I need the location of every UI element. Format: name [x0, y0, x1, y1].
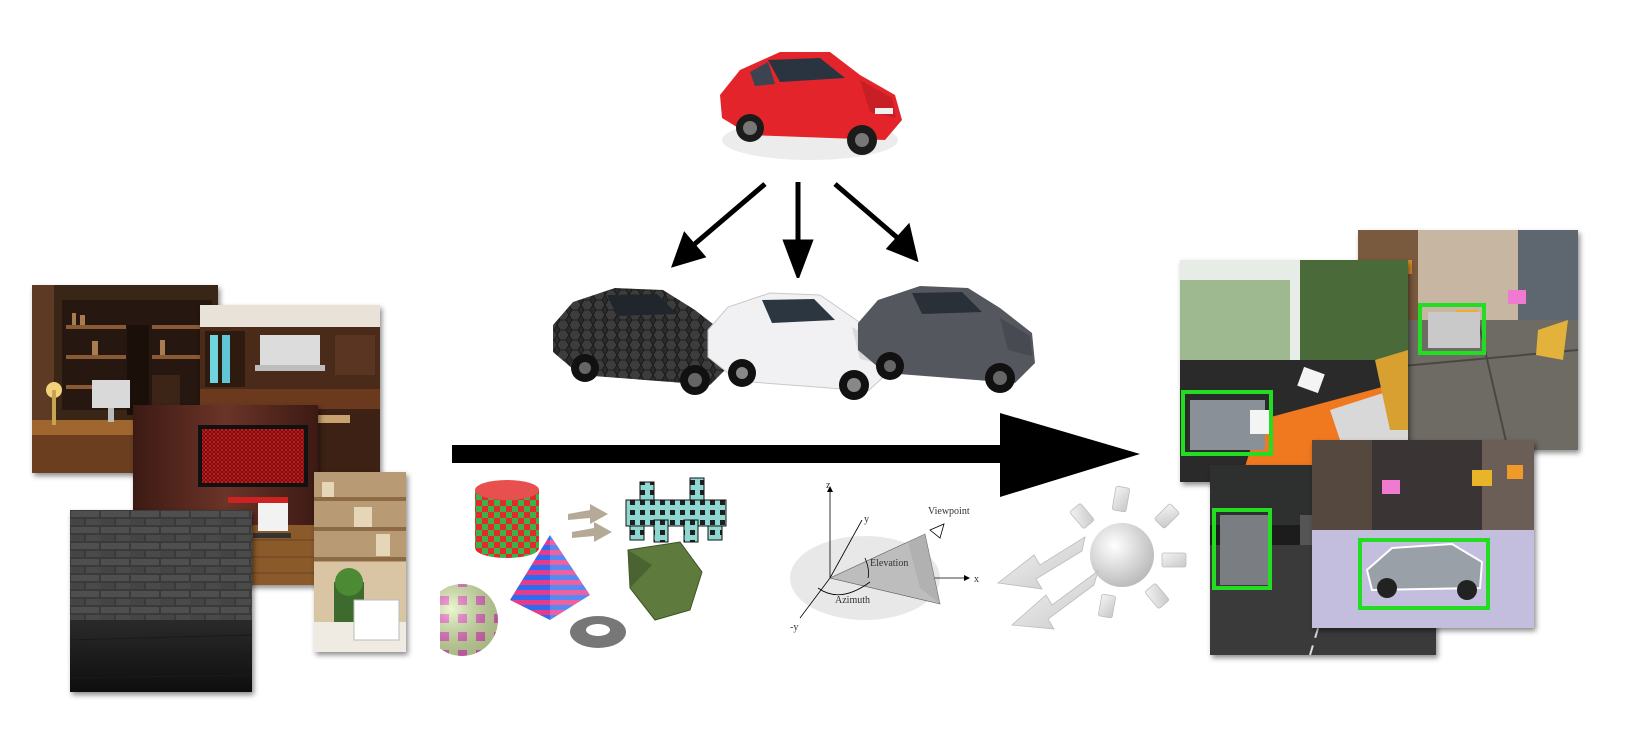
textured-car-dark-pattern: [545, 280, 735, 410]
detection-box: [1212, 508, 1272, 590]
viewpoint-label: Viewpoint: [928, 506, 970, 517]
textured-car-icon: [553, 288, 730, 395]
branch-arrows: [670, 182, 919, 278]
azimuth-label: Azimuth: [835, 595, 870, 606]
distractor-shapes-icon: [426, 477, 727, 656]
red-car-icon: [720, 52, 902, 160]
main-pipeline-arrow: [452, 413, 1140, 497]
background-photo-shelf-room: [314, 472, 406, 652]
elevation-label: Elevation: [870, 558, 908, 569]
textured-car-icon: [858, 286, 1035, 393]
light-sun-icon: [997, 485, 1187, 630]
source-car-model: [710, 40, 910, 170]
cylinder-shape: [475, 480, 539, 558]
detection-box: [1358, 538, 1490, 610]
detection-box: [1181, 390, 1273, 456]
background-photo-brick-wall: [70, 510, 252, 692]
output-image-bottom-right: [1312, 440, 1534, 628]
axis-y-label: y: [864, 514, 869, 525]
axis-neg-y-label: -y: [790, 622, 798, 633]
lighting-icon-group: [990, 485, 1190, 655]
synthetic-output-collage: [1180, 225, 1600, 685]
background-collage: [28, 280, 428, 720]
viewpoint-diagram: z y -y x Viewpoint Elevation Azimuth: [780, 478, 1000, 648]
detection-box: [1418, 303, 1486, 355]
axis-x-label: x: [974, 574, 979, 585]
axis-z-label: z: [826, 480, 831, 491]
distractor-objects: [426, 470, 770, 690]
background-photo-tv-room: [133, 405, 318, 585]
textured-car-gray-stone: [850, 278, 1040, 408]
